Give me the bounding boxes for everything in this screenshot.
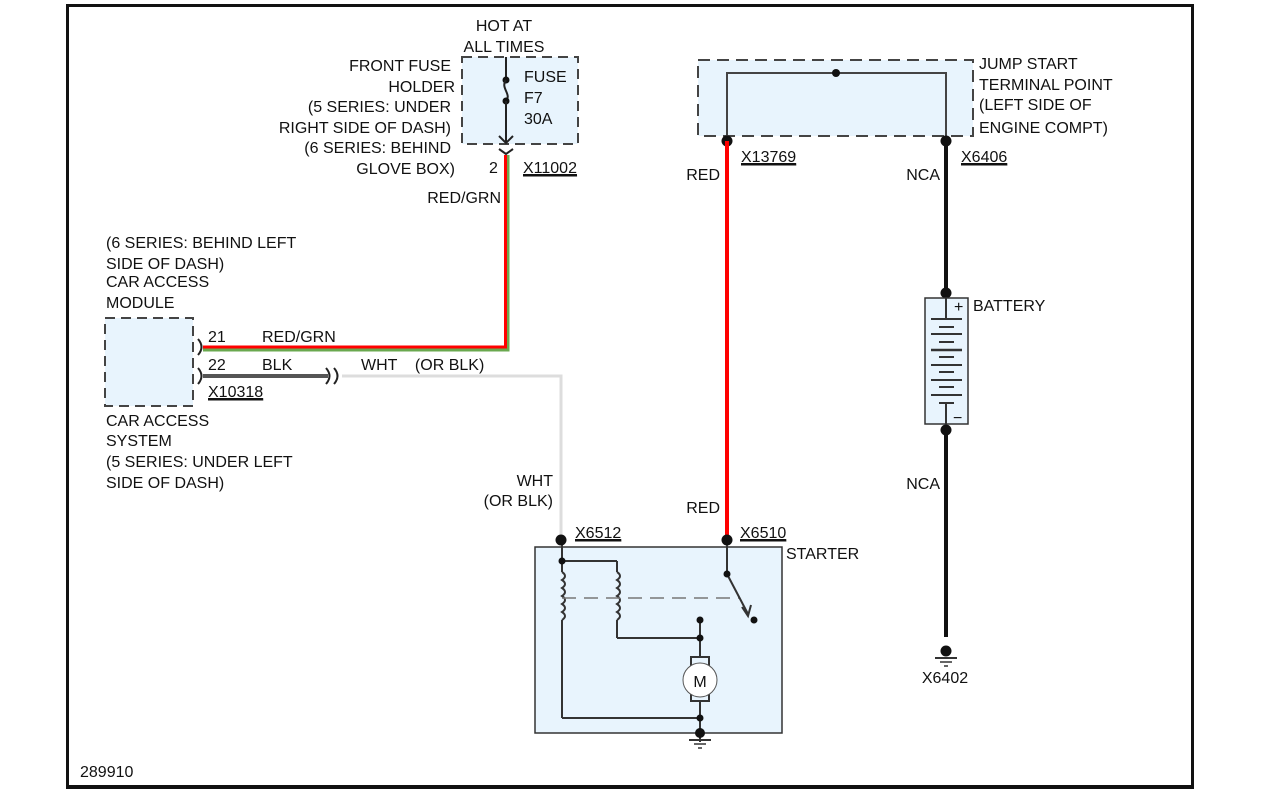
connector-x11002-label[interactable]: X11002 bbox=[523, 160, 577, 177]
battery: + − BATTERY bbox=[924, 287, 1046, 436]
hold-coil-icon bbox=[560, 571, 566, 621]
connector-x10318-label[interactable]: X10318 bbox=[208, 384, 263, 401]
fuse-holder-name-2: HOLDER bbox=[388, 79, 455, 96]
battery-lower-wire-label: NCA bbox=[906, 476, 940, 493]
fuse-holder-name-1: FRONT FUSE bbox=[349, 58, 451, 75]
pin-22-connector-icon bbox=[197, 367, 203, 385]
cas-bottom-label-2: SYSTEM bbox=[106, 433, 172, 450]
connector-x6510-label[interactable]: X6510 bbox=[740, 525, 786, 542]
fuse-holder: HOT AT ALL TIMES FUSE F7 30A FRONT FUSE … bbox=[279, 18, 579, 207]
fuse-pin-number: 2 bbox=[489, 160, 498, 177]
battery-minus: − bbox=[953, 410, 962, 427]
jump-right-wire-label: NCA bbox=[906, 167, 940, 184]
jump-start-name-2: TERMINAL POINT bbox=[979, 77, 1113, 94]
cas-pin-21: 21 bbox=[208, 329, 226, 346]
connector-x6406-label[interactable]: X6406 bbox=[961, 149, 1007, 166]
fuse-wire-color-label: RED/GRN bbox=[427, 190, 501, 207]
pin-21-connector-icon bbox=[197, 338, 203, 356]
motor-label: M bbox=[693, 674, 706, 691]
ground-x6402: X6402 bbox=[922, 645, 968, 687]
ground-connector-label[interactable]: X6402 bbox=[922, 670, 968, 687]
motor-icon bbox=[682, 662, 718, 698]
wire-wht[interactable] bbox=[342, 374, 563, 540]
fuse-supply-label-2: ALL TIMES bbox=[464, 39, 545, 56]
cas-pin-22-wire: BLK bbox=[262, 357, 293, 374]
connector-x11002-icon bbox=[498, 148, 514, 156]
fuse-label-2: F7 bbox=[524, 90, 543, 107]
fuse-supply-label-1: HOT AT bbox=[476, 18, 533, 35]
starter-box bbox=[534, 546, 783, 734]
switch-arrow-icon bbox=[741, 604, 752, 619]
cas-bottom-label-4: SIDE OF DASH) bbox=[106, 475, 224, 492]
diagram-id: 289910 bbox=[80, 764, 133, 781]
connector-x6512-label[interactable]: X6512 bbox=[575, 525, 621, 542]
fuse-label-3: 30A bbox=[524, 111, 553, 128]
jump-left-wire-label: RED bbox=[686, 167, 720, 184]
battery-label: BATTERY bbox=[973, 298, 1046, 315]
starter-feed-wire-2: (OR BLK) bbox=[484, 493, 553, 510]
fuse-holder-name-3: (5 SERIES: UNDER bbox=[308, 99, 451, 116]
pull-coil-icon bbox=[615, 571, 621, 621]
diagram-frame bbox=[66, 4, 1194, 789]
fuse-holder-name-4: RIGHT SIDE OF DASH) bbox=[279, 120, 451, 137]
cas-pin-22: 22 bbox=[208, 357, 226, 374]
starter-feed-wire-1: WHT bbox=[517, 473, 554, 490]
cas-top-label-4: MODULE bbox=[106, 295, 174, 312]
cas-top-label-1: (6 SERIES: BEHIND LEFT bbox=[106, 235, 296, 252]
starter-wire-label: RED bbox=[686, 500, 720, 517]
cas-module-box bbox=[104, 317, 194, 407]
fuse-label-1: FUSE bbox=[524, 69, 567, 86]
cas-bottom-label-1: CAR ACCESS bbox=[106, 413, 209, 430]
inline-connector-icon bbox=[325, 367, 339, 385]
cas-pin-21-wire: RED/GRN bbox=[262, 329, 336, 346]
battery-plus: + bbox=[954, 299, 963, 316]
starter-label: STARTER bbox=[786, 546, 859, 563]
connector-x13769-label[interactable]: X13769 bbox=[741, 149, 796, 166]
car-access-module: (6 SERIES: BEHIND LEFT SIDE OF DASH) CAR… bbox=[104, 235, 484, 492]
jump-start-node bbox=[832, 69, 840, 77]
battery-icon bbox=[931, 318, 962, 404]
cas-bottom-label-3: (5 SERIES: UNDER LEFT bbox=[106, 454, 293, 471]
jump-start-terminal: JUMP START TERMINAL POINT (LEFT SIDE OF … bbox=[686, 56, 1113, 184]
wire-red-grn[interactable] bbox=[203, 155, 510, 352]
cas-top-label-3: CAR ACCESS bbox=[106, 274, 209, 291]
jump-start-name-3: (LEFT SIDE OF bbox=[979, 97, 1092, 114]
switch-contact bbox=[750, 616, 758, 624]
jump-start-name-1: JUMP START bbox=[979, 56, 1078, 73]
fuse-holder-name-5: (6 SERIES: BEHIND bbox=[304, 140, 451, 157]
starter: STARTER X6512 X6510 bbox=[534, 525, 859, 749]
fuse-holder-box bbox=[461, 56, 579, 145]
fuse-holder-name-6: GLOVE BOX) bbox=[356, 161, 455, 178]
jump-start-name-4: ENGINE COMPT) bbox=[979, 120, 1108, 137]
inline-wire-label: WHT (OR BLK) bbox=[361, 357, 484, 374]
fuse-output-arrow-icon bbox=[498, 135, 514, 145]
cas-top-label-2: SIDE OF DASH) bbox=[106, 256, 224, 273]
